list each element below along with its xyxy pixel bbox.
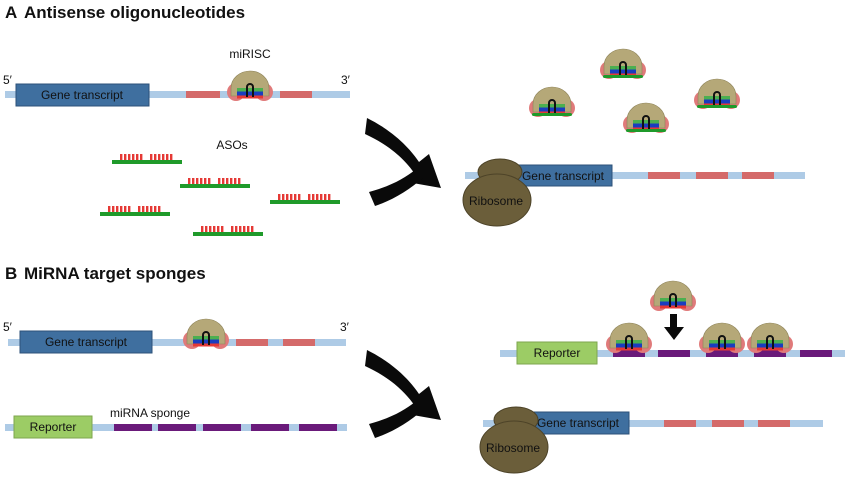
- mirisc-complex: [649, 280, 697, 312]
- panel-b-title: MiRNA target sponges: [24, 264, 206, 283]
- ribosome-label: Ribosome: [469, 194, 523, 208]
- aso-oligo: [100, 206, 170, 216]
- mirna-sponge: [5, 424, 347, 431]
- reporter-box: [516, 341, 598, 365]
- target-site: [186, 91, 220, 98]
- target-site: [236, 339, 268, 346]
- panel-b-letter: B: [5, 264, 17, 283]
- panel-b-mrna: [8, 339, 346, 346]
- mirna-sponge-label: miRNA sponge: [110, 406, 190, 420]
- panel-a-three-prime: 3′: [341, 73, 351, 87]
- panel-a-mrna-translated: [465, 172, 805, 179]
- mirisc-aso-complex: [599, 48, 647, 80]
- mirisc-complex: [698, 322, 746, 354]
- ribosome-label: Ribosome: [486, 441, 540, 455]
- target-site: [283, 339, 315, 346]
- panel-b-three-prime: 3′: [340, 320, 350, 334]
- mirisc-complex: [746, 322, 794, 354]
- transition-arrow: [365, 118, 441, 206]
- mirisc-complex: [226, 70, 274, 102]
- transition-arrow: [365, 350, 441, 438]
- aso-oligo: [180, 178, 250, 188]
- mirisc-aso-complex: [693, 78, 741, 110]
- ribosome: [479, 406, 549, 474]
- target-site: [280, 91, 312, 98]
- asos-label: ASOs: [216, 138, 247, 152]
- binding-down-arrow: [664, 314, 684, 340]
- aso-oligo: [112, 154, 182, 164]
- reporter-box: [13, 415, 93, 439]
- reporter-label: Reporter: [30, 420, 77, 434]
- mirisc-aso-complex: [528, 86, 576, 118]
- aso-oligo: [193, 226, 263, 236]
- mirisc-complex: [182, 318, 230, 350]
- panel-a-five-prime: 5′: [3, 73, 13, 87]
- ribosome: [462, 158, 532, 227]
- gene-transcript-label: Gene transcript: [522, 169, 605, 183]
- gene-transcript-box: [15, 83, 150, 107]
- panel-a-letter: A: [5, 3, 17, 22]
- mirisc-complex: [605, 322, 653, 354]
- gene-transcript-label: Gene transcript: [45, 335, 128, 349]
- gene-transcript-label: Gene transcript: [41, 88, 124, 102]
- panel-a-mrna: [5, 91, 350, 98]
- mirisc-label: miRISC: [229, 47, 271, 61]
- gene-transcript-box: [19, 330, 153, 354]
- reporter-label: Reporter: [534, 346, 581, 360]
- reporter-sponge-bound: [500, 350, 845, 357]
- gene-transcript-label: Gene transcript: [537, 416, 620, 430]
- mirisc-aso-complex: [622, 102, 670, 134]
- panel-b-five-prime: 5′: [3, 320, 13, 334]
- aso-oligo: [270, 194, 340, 204]
- panel-a-title: Antisense oligonucleotides: [24, 3, 245, 22]
- panel-b-mrna-translated: [483, 420, 823, 427]
